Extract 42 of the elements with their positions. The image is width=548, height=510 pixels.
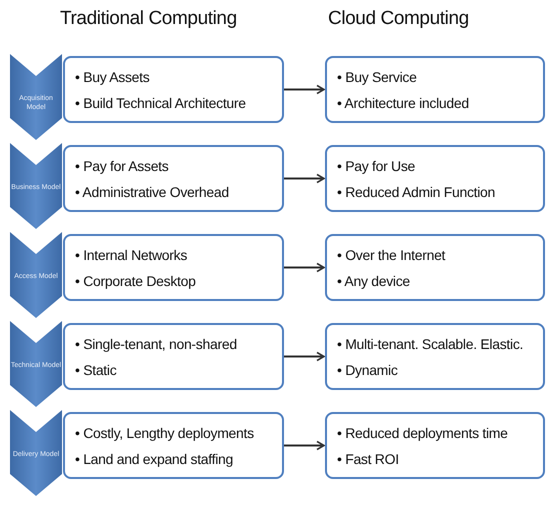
- bullet-item: • Over the Internet: [337, 246, 446, 264]
- bullet-box: [325, 145, 545, 212]
- arrow: [284, 174, 325, 184]
- bullet-item: • Build Technical Architecture: [75, 94, 247, 112]
- arrow: [284, 84, 325, 94]
- bullet-box: [325, 412, 545, 479]
- bullet-item: • Multi-tenant. Scalable. Elastic.: [337, 334, 524, 354]
- bullet-box: [63, 234, 284, 301]
- bullet-item: • Costly, Lengthy deployments: [75, 424, 255, 443]
- chevron-shape: [10, 143, 62, 229]
- arrow: [284, 262, 325, 272]
- bullet-box: [63, 145, 284, 212]
- bullet-box: [63, 56, 284, 123]
- column-heading: Cloud Computing: [328, 8, 469, 30]
- chevron-shape: [10, 321, 62, 407]
- bullet-item: • Buy Service: [337, 68, 418, 87]
- bullet-item: • Pay for Use: [337, 156, 416, 176]
- bullet-item: • Dynamic: [337, 360, 399, 380]
- bullet-item: • Reduced Admin Function: [337, 182, 496, 202]
- chevron-shape: [10, 54, 62, 140]
- bullet-item: • Static: [75, 360, 118, 380]
- bullet-box: [325, 56, 545, 123]
- bullet-item: • Single-tenant, non-shared: [75, 334, 238, 354]
- chevron-shape: [10, 410, 62, 496]
- column-heading: Traditional Computing: [60, 8, 237, 30]
- arrow: [284, 352, 325, 362]
- bullet-box: [63, 412, 284, 479]
- bullet-item: • Administrative Overhead: [75, 182, 230, 202]
- bullet-item: • Pay for Assets: [75, 156, 170, 176]
- bullet-item: • Corporate Desktop: [75, 272, 197, 291]
- arrow: [284, 440, 325, 450]
- bullet-item: • Internal Networks: [75, 246, 188, 264]
- bullet-item: • Land and expand staffing: [75, 450, 234, 469]
- bullet-item: • Fast ROI: [337, 450, 400, 468]
- bullet-box: [63, 323, 284, 390]
- bullet-item: • Architecture included: [337, 94, 470, 112]
- chevron-shape: [10, 232, 62, 318]
- bullet-box: [325, 234, 545, 301]
- bullet-item: • Reduced deployments time: [337, 424, 509, 443]
- bullet-box: [325, 323, 545, 390]
- bullet-item: • Any device: [337, 272, 411, 291]
- bullet-item: • Buy Assets: [75, 68, 150, 87]
